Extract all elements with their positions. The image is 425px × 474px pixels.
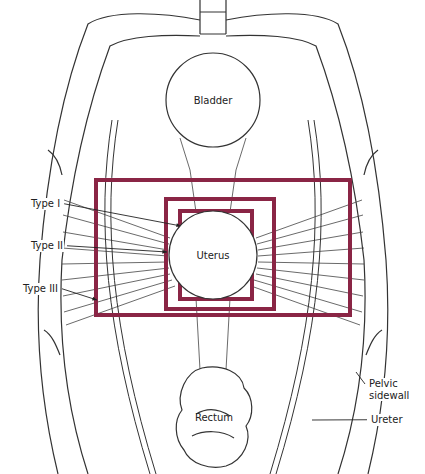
- leader-line: [67, 246, 167, 252]
- uterus-organ: Uterus: [168, 210, 258, 300]
- type-ii-box: [166, 199, 274, 309]
- cardinal-ligaments: [62, 138, 364, 370]
- rectum-organ: Rectum: [172, 364, 256, 470]
- leader-line: [64, 204, 181, 226]
- type-iii-box: [96, 180, 350, 315]
- ureters: [105, 120, 321, 474]
- type-label: Type III: [22, 283, 59, 295]
- organ-label: Uterus: [196, 250, 229, 261]
- bladder-organ: Bladder: [165, 52, 261, 148]
- organ-label: Bladder: [194, 95, 233, 106]
- leader-line: [356, 372, 365, 384]
- leader-line: [312, 419, 367, 420]
- organ-shape: [166, 53, 260, 147]
- type-label: Type II: [30, 240, 64, 252]
- resection-boxes: [96, 180, 350, 315]
- organ-shape: [169, 211, 257, 299]
- anatomy-label: Ureter: [370, 414, 404, 426]
- organ-label: Rectum: [195, 412, 233, 423]
- leader-line: [62, 289, 97, 300]
- anatomy-label: Pelvic sidewall: [368, 378, 424, 401]
- organ-shape: [176, 367, 252, 467]
- pelvic-bones: [38, 0, 388, 474]
- type-label: Type I: [30, 198, 61, 210]
- leader-arrowhead: [162, 250, 167, 254]
- leader-arrowhead: [92, 297, 97, 301]
